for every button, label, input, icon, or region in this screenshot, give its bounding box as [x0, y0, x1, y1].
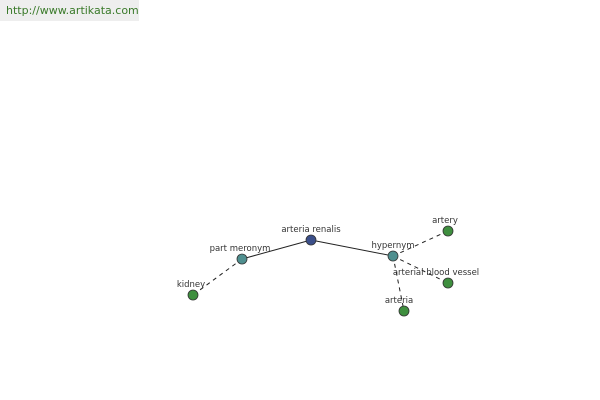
- edge-hyper-arteria: [392, 255, 405, 312]
- node-circle-kidney[interactable]: [187, 289, 199, 301]
- nodes-layer: arteria renalis part meronym hypernym kidne…: [177, 216, 479, 317]
- node-circle-center[interactable]: [305, 234, 317, 246]
- node-label-kidney: kidney: [177, 280, 205, 290]
- node-label-artery: artery: [432, 216, 458, 226]
- node-part[interactable]: part meronym: [210, 244, 271, 265]
- edge-hyper-arterial: [392, 255, 449, 284]
- node-label-arteria: arteria: [385, 296, 413, 306]
- edge-hyper-artery: [392, 230, 449, 257]
- node-label-arterial: arterial blood vessel: [393, 268, 479, 278]
- edges-layer: [192, 230, 449, 312]
- node-kidney[interactable]: kidney: [177, 280, 205, 301]
- edge-center-hyper: [310, 239, 394, 257]
- node-arteria[interactable]: arteria: [385, 296, 413, 317]
- node-center[interactable]: arteria renalis: [281, 225, 341, 246]
- edge-center-part: [241, 239, 312, 260]
- node-hyper[interactable]: hypernym: [371, 241, 415, 262]
- node-label-part: part meronym: [210, 244, 271, 254]
- node-arterial[interactable]: arterial blood vessel: [393, 268, 479, 289]
- node-label-center: arteria renalis: [281, 225, 341, 235]
- node-label-hyper: hypernym: [371, 241, 414, 251]
- node-circle-artery[interactable]: [442, 225, 454, 237]
- node-circle-part[interactable]: [236, 253, 248, 265]
- node-artery[interactable]: artery: [432, 216, 458, 237]
- site-url[interactable]: http://www.artikata.com: [0, 0, 139, 21]
- node-circle-hyper[interactable]: [387, 250, 399, 262]
- edge-part-kidney: [192, 258, 243, 296]
- node-circle-arteria[interactable]: [398, 305, 410, 317]
- node-circle-arterial[interactable]: [442, 277, 454, 289]
